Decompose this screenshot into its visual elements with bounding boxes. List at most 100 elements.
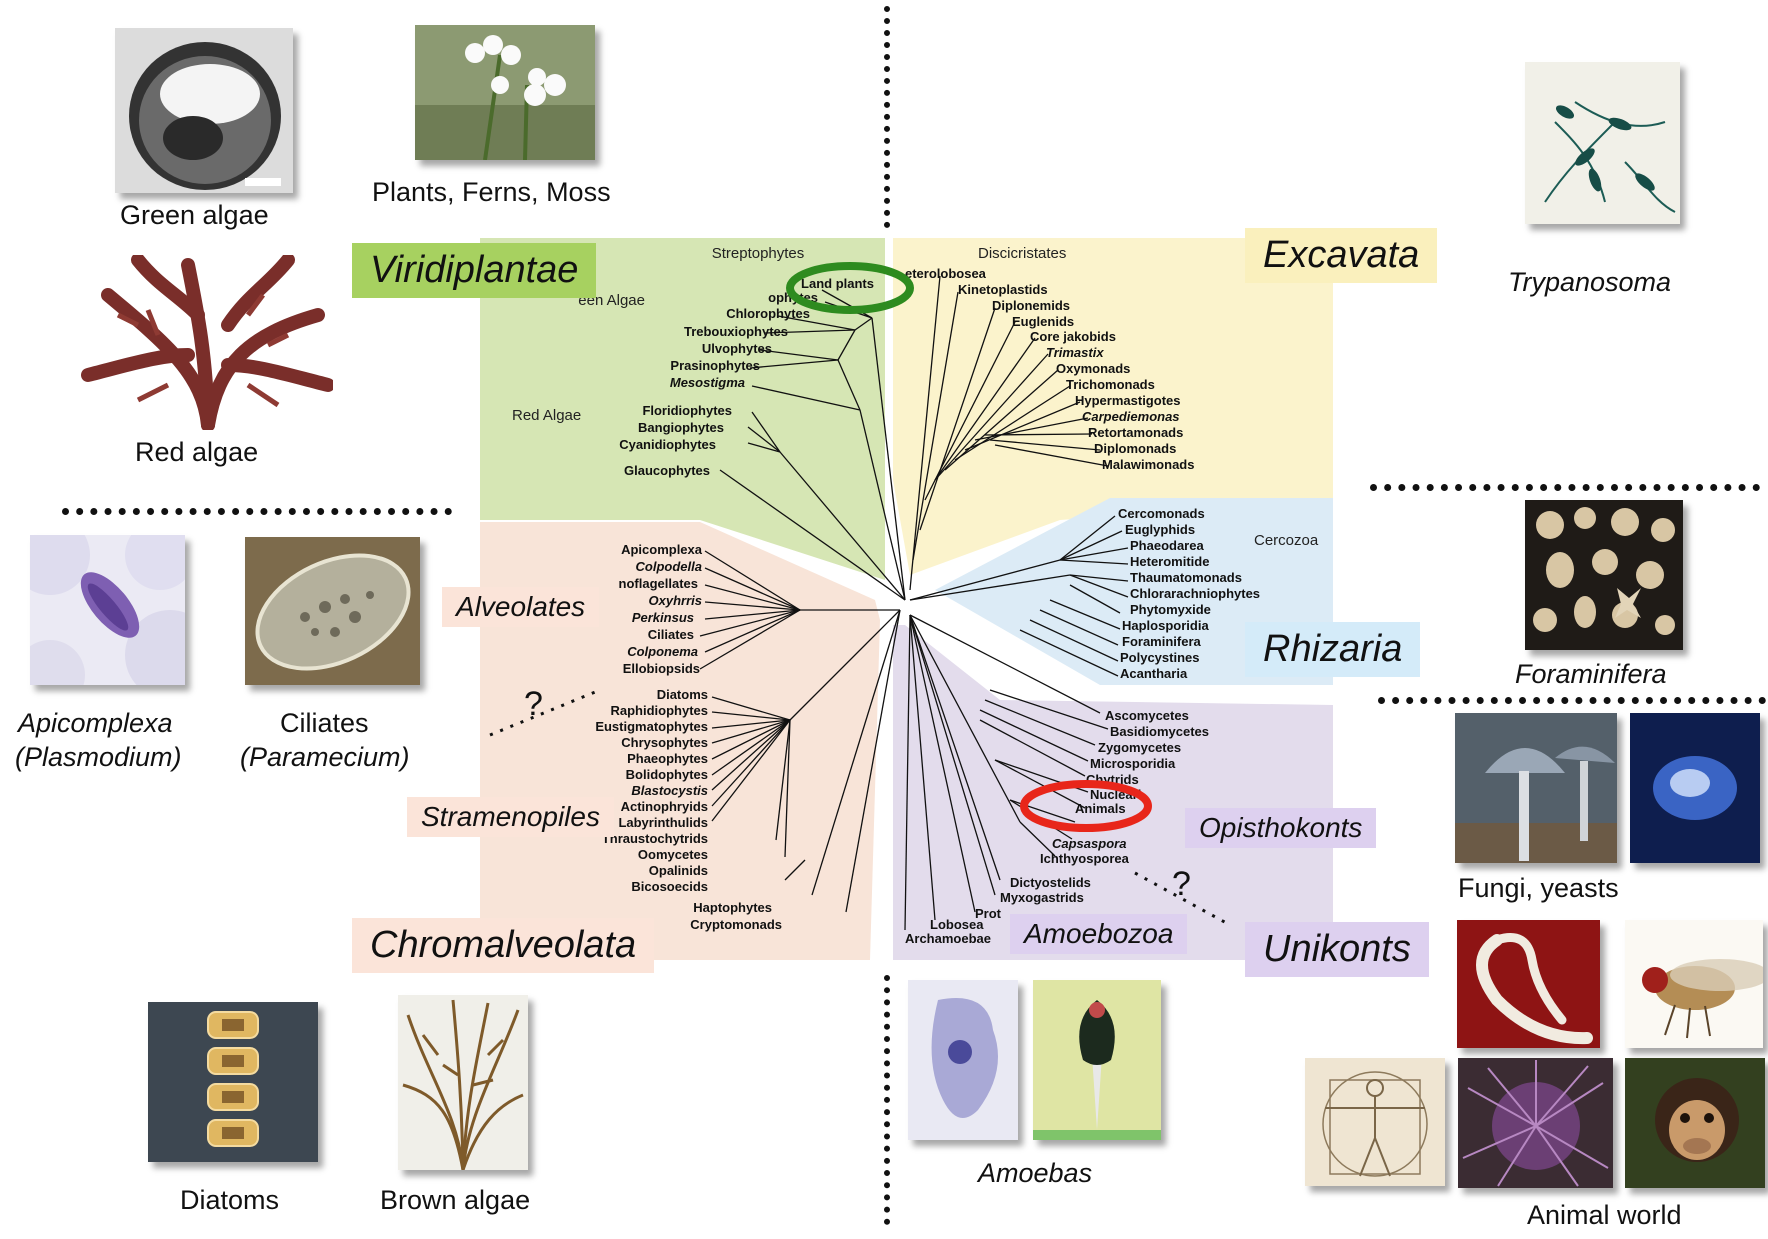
taxon-trebouxiophytes: Trebouxiophytes <box>684 324 788 339</box>
amoebas-caption: Amoebas <box>978 1158 1092 1189</box>
taxon-euglenids: Euglenids <box>1012 314 1074 329</box>
diatoms-caption: Diatoms <box>180 1185 279 1216</box>
taxon-colpodella: Colpodella <box>636 559 702 574</box>
animal-world-caption: Animal world <box>1527 1200 1682 1231</box>
green-algae-caption: Green algae <box>120 200 269 231</box>
clade-label-streptophytes: Streptophytes <box>712 245 805 262</box>
green-algae-photo <box>115 28 293 193</box>
taxon-labyrinthulids: Labyrinthulids <box>618 815 708 830</box>
plants-photo <box>415 25 595 160</box>
foraminifera-photo <box>1525 500 1683 650</box>
apicomplexa-photo <box>30 535 185 685</box>
unikonts-question-mark: ? <box>1172 865 1191 903</box>
taxon-glaucophytes: Glaucophytes <box>624 463 710 478</box>
apicomplexa-caption-2: (Plasmodium) <box>15 742 182 773</box>
taxon-opalinids: Opalinids <box>649 863 708 878</box>
taxon-microsporidia: Microsporidia <box>1090 756 1176 771</box>
taxon-colponema: Colponema <box>627 644 698 659</box>
taxon-haptophytes: Haptophytes <box>693 900 772 915</box>
taxon-chrysophytes: Chrysophytes <box>621 735 708 750</box>
taxon-haplosporidia: Haplosporidia <box>1122 618 1209 633</box>
taxon-trichomonads: Trichomonads <box>1066 377 1155 392</box>
taxon-oxyhrris: Oxyhrris <box>649 593 702 608</box>
taxon-bolidophytes: Bolidophytes <box>626 767 708 782</box>
amoeba-photo-2 <box>1033 980 1161 1140</box>
taxon-phytomyxide: Phytomyxide <box>1130 602 1211 617</box>
nematode-photo <box>1457 920 1600 1048</box>
taxon-basidiomycetes: Basidiomycetes <box>1110 724 1209 739</box>
ciliates-caption-2: (Paramecium) <box>240 742 410 773</box>
taxon-bicosoecids: Bicosoecids <box>631 879 708 894</box>
taxon-foraminifera: Foraminifera <box>1122 634 1202 649</box>
taxon-diplonemids: Diplonemids <box>992 298 1070 313</box>
brown-algae-photo <box>398 995 528 1170</box>
vitruvian-photo <box>1305 1058 1445 1186</box>
taxon-capsaspora: Capsaspora <box>1052 836 1126 851</box>
ciliates-photo <box>245 537 420 685</box>
viridiplantae-label: Viridiplantae <box>352 243 596 298</box>
stramenopiles-label: Stramenopiles <box>407 797 614 837</box>
taxon-apicomplexa: Apicomplexa <box>621 542 703 557</box>
amoeba-photo-1 <box>908 980 1018 1140</box>
diatoms-photo <box>148 1002 318 1162</box>
taxon-raphidiophytes: Raphidiophytes <box>610 703 708 718</box>
taxon-prasinophytes: Prasinophytes <box>670 358 760 373</box>
taxon-noflagellates: noflagellates <box>619 576 698 591</box>
taxon-bangiophytes: Bangiophytes <box>638 420 724 435</box>
excavata-label: Excavata <box>1245 228 1437 283</box>
taxon-actinophryids: Actinophryids <box>621 799 708 814</box>
clade-label-red-algae: Red Algae <box>512 407 581 424</box>
taxon-core-jakobids: Core jakobids <box>1030 329 1116 344</box>
taxon-zygomycetes: Zygomycetes <box>1098 740 1181 755</box>
unikonts-label: Unikonts <box>1245 922 1429 977</box>
opisthokonts-label: Opisthokonts <box>1185 808 1376 848</box>
brown-algae-caption: Brown algae <box>380 1185 530 1216</box>
chimpanzee-photo <box>1625 1058 1765 1188</box>
yeast-photo <box>1630 713 1760 863</box>
rhizaria-label: Rhizaria <box>1245 622 1420 677</box>
taxon-acantharia: Acantharia <box>1120 666 1188 681</box>
taxon-blastocystis: Blastocystis <box>631 783 708 798</box>
taxon-animals: Animals <box>1075 801 1126 816</box>
taxon-retortamonads: Retortamonads <box>1088 425 1183 440</box>
taxon-cryptomonads: Cryptomonads <box>690 917 782 932</box>
clade-label-discicristates: Discicristates <box>978 245 1066 262</box>
taxon-chlorophytes: Chlorophytes <box>726 306 810 321</box>
alveolates-label: Alveolates <box>442 587 599 627</box>
apicomplexa-caption-1: Apicomplexa <box>18 708 173 739</box>
taxon-ciliates: Ciliates <box>648 627 694 642</box>
taxon-eustigmatophytes: Eustigmatophytes <box>595 719 708 734</box>
ciliates-caption-1: Ciliates <box>280 708 369 739</box>
taxon-cyanidiophytes: Cyanidiophytes <box>619 437 716 452</box>
taxon-dictyostelids: Dictyostelids <box>1010 875 1091 890</box>
taxon-diplomonads: Diplomonads <box>1094 441 1176 456</box>
trypanosoma-photo <box>1525 62 1680 224</box>
red-algae-photo <box>78 255 333 430</box>
taxon-euglyphids: Euglyphids <box>1125 522 1195 537</box>
taxon-myxogastrids: Myxogastrids <box>1000 890 1084 905</box>
foraminifera-caption: Foraminifera <box>1515 659 1667 690</box>
taxon-ichthyosporea: Ichthyosporea <box>1040 851 1130 866</box>
fungi-photo <box>1455 713 1617 863</box>
taxon-carpediemonas: Carpediemonas <box>1082 409 1180 424</box>
taxon-thaumatomonads: Thaumatomonads <box>1130 570 1242 585</box>
taxon-heteromitide: Heteromitide <box>1130 554 1209 569</box>
red-algae-caption: Red algae <box>135 437 258 468</box>
taxon-cercomonads: Cercomonads <box>1118 506 1205 521</box>
taxon-trimastix: Trimastix <box>1046 345 1104 360</box>
taxon-oomycetes: Oomycetes <box>638 847 708 862</box>
sea-urchin-photo <box>1458 1058 1613 1188</box>
taxon-ellobiopsids: Ellobiopsids <box>623 661 700 676</box>
fly-photo <box>1625 920 1763 1048</box>
taxon-malawimonads: Malawimonads <box>1102 457 1194 472</box>
taxon-phaeophytes: Phaeophytes <box>627 751 708 766</box>
clade-label-cercozoa: Cercozoa <box>1254 532 1319 549</box>
fungi-caption: Fungi, yeasts <box>1458 873 1619 904</box>
taxon-land-plants: Land plants <box>801 276 874 291</box>
taxon-kinetoplastids: Kinetoplastids <box>958 282 1048 297</box>
taxon-eterolobosea: eterolobosea <box>905 266 987 281</box>
taxon-ascomycetes: Ascomycetes <box>1105 708 1189 723</box>
taxon-thraustochytrids: Thraustochytrids <box>602 831 708 846</box>
taxon-archamoebae: Archamoebae <box>905 931 991 946</box>
chromalveolata-label: Chromalveolata <box>352 918 654 973</box>
